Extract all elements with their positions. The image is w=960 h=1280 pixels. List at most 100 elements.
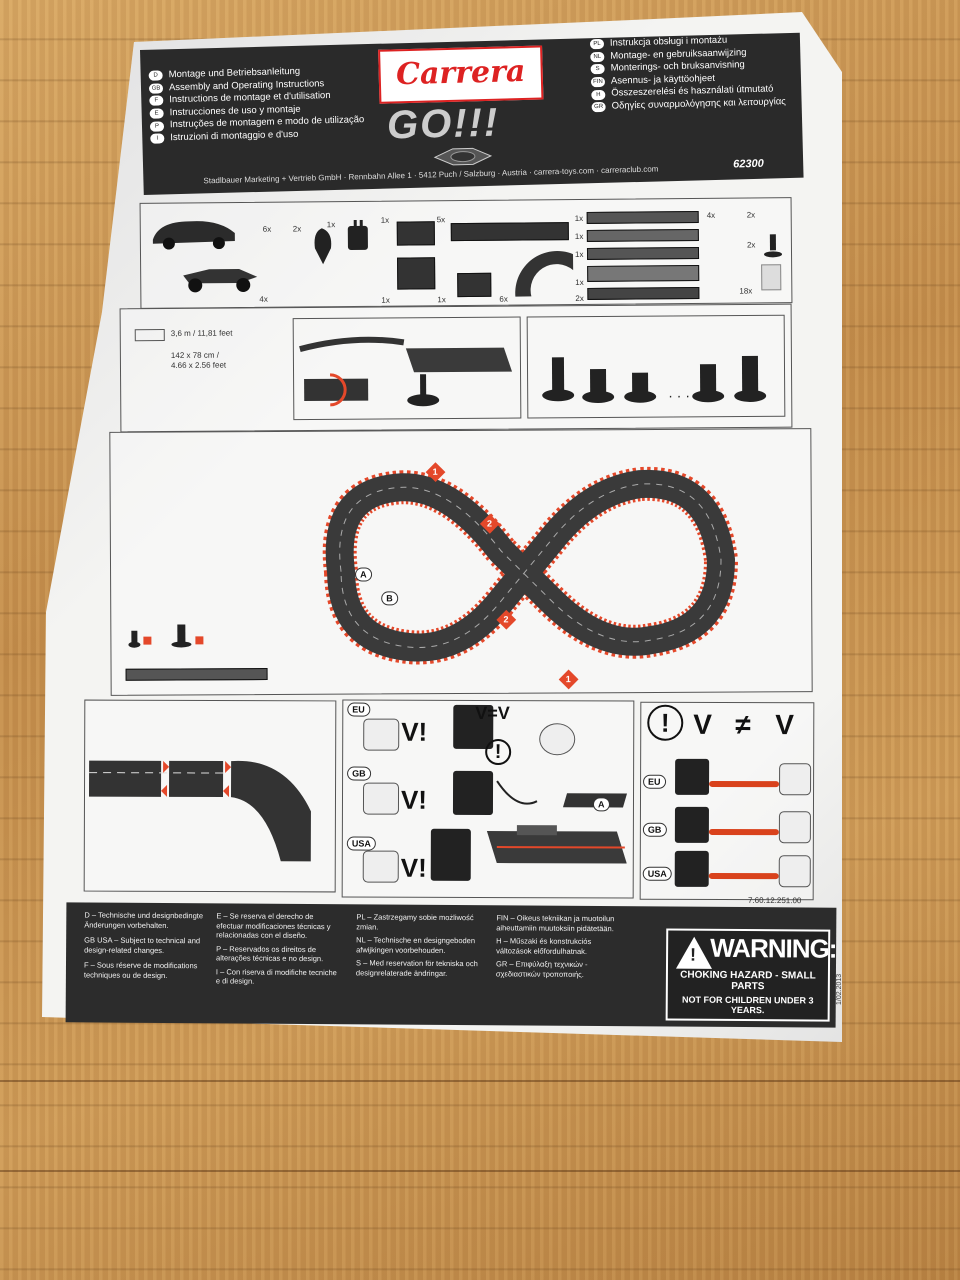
short-straight-track (457, 272, 492, 298)
brand-name: Carrera (395, 53, 526, 93)
part-count: 1x (437, 295, 446, 305)
note-item: NL – Technische en designgeboden afwijki… (356, 935, 476, 955)
red-arrow (708, 828, 779, 836)
wall-socket-icon (539, 723, 576, 756)
language-code-badge: H (591, 89, 606, 100)
race-car-icon (183, 268, 258, 293)
note-text: Technische und designbedingte Änderungen… (84, 910, 204, 930)
controller-setup-step: · · · (526, 314, 786, 419)
note-code: D (84, 910, 90, 920)
voltage-warning-panel: ! V ≠ V EU GB USA (639, 701, 815, 901)
language-code-badge: PL (589, 39, 605, 50)
warning-age-text: NOT FOR CHILDREN UNDER 3 YEARS. (681, 994, 814, 1016)
note-code: F (83, 960, 89, 970)
language-code-badge: D (148, 70, 163, 82)
note-code: PL (356, 912, 366, 922)
part-number: 62300 (733, 157, 764, 171)
controller-stack-illustration: · · · (542, 355, 767, 404)
guardrail-strip (586, 246, 700, 260)
track-join-illustration (299, 336, 513, 407)
language-code-badge: P (149, 121, 165, 132)
note-item: F – Sous réserve de modifications techni… (83, 960, 198, 980)
note-item: GB USA – Subject to technical and design… (84, 935, 201, 955)
region-label-gb: GB (642, 822, 667, 837)
part-count: 2x (292, 224, 302, 234)
power-adapter-icon (675, 758, 710, 795)
part-count: 2x (746, 240, 756, 250)
part-count: 1x (575, 277, 584, 288)
terminal-connection-illustration (486, 780, 628, 864)
notes-column: E – Se reserva el derecho de efectuar mo… (216, 911, 342, 986)
note-code: GR (495, 959, 508, 969)
usa-socket-icon (778, 855, 811, 888)
eu-socket-icon (779, 763, 812, 796)
language-title: Istruzioni di montaggio e d'uso (170, 128, 299, 144)
note-item: PL – Zastrzegamy sobie możliwość zmian. (356, 912, 474, 931)
print-date-code: 1/02.2013 (836, 973, 843, 1005)
note-text: Επιφύλαξη τεχνικών - σχεδιαστικών τροποπ… (495, 959, 588, 979)
gb-socket-icon (362, 782, 400, 815)
part-count: 1x (380, 215, 390, 225)
voltage-equal-label: V=V (475, 702, 510, 724)
notes-column: FIN – Oikeus tekniikan ja muotoilun aihe… (496, 913, 621, 979)
note-text: Se reserva el derecho de efectuar modifi… (216, 911, 331, 940)
note-text: Technische en designgeboden afwijkingen … (356, 935, 476, 955)
choking-hazard-warning: ! WARNING: CHOKING HAZARD - SMALL PARTS … (665, 928, 837, 1022)
part-count: 6x (262, 224, 272, 234)
track-joint-illustration (88, 760, 311, 862)
part-count: 5x (436, 215, 446, 225)
note-text: Zastrzegamy sobie możliwość zmian. (356, 912, 474, 931)
note-code: NL (356, 935, 366, 945)
banner-strip (587, 264, 700, 282)
voltage-check-label: V! (401, 716, 428, 747)
voltage-check-label: V! (400, 784, 428, 815)
sheet-footer: D – Technische und designbedingte Änderu… (65, 902, 837, 1028)
warning-title: WARNING: (710, 932, 837, 964)
part-count: 1x (574, 231, 584, 242)
plank-seam (0, 1170, 960, 1172)
voltage-label: V (693, 708, 713, 740)
note-item: E – Se reserva el derecho de efectuar mo… (216, 911, 331, 940)
part-count: 1x (381, 295, 390, 305)
region-label-usa: USA (642, 866, 672, 881)
language-code-badge: I (150, 133, 165, 145)
part-count: 2x (575, 293, 584, 304)
region-label-eu: EU (643, 774, 666, 789)
figure-eight-track-illustration (322, 466, 738, 665)
note-code: P (216, 943, 222, 953)
guardrail-strip (586, 228, 699, 242)
language-code-badge: E (149, 108, 164, 119)
carrera-logo: Carrera (378, 45, 544, 104)
note-text: Med reservation för tekniska och designr… (355, 958, 478, 978)
note-code: S (355, 958, 362, 968)
track-joint-panel (83, 699, 337, 893)
company-address: Stadlbauer Marketing + Vertrieb GmbH · R… (203, 164, 659, 186)
not-equal-symbol: ≠ (735, 709, 751, 741)
note-text: Reservados os direitos de alterações téc… (216, 943, 324, 964)
warning-circle-icon: ! (485, 738, 512, 766)
guardrail-strip (586, 210, 699, 224)
note-code: GB USA (84, 935, 113, 945)
track-layout-panel: 1 2 2 1 A B (109, 428, 813, 696)
banner-strip (587, 286, 700, 300)
note-item: FIN – Oikeus tekniikan ja muotoilun aihe… (496, 913, 615, 933)
region-label-usa: USA (346, 836, 376, 851)
race-car-icon (152, 221, 235, 250)
note-item: S – Med reservation för tekniska och des… (355, 958, 478, 978)
note-item: H – Műszaki és konstrukciós változások e… (496, 936, 592, 956)
note-code: FIN (496, 913, 509, 923)
note-text: Műszaki és konstrukciós változások előfo… (496, 936, 592, 956)
note-code: I (215, 966, 219, 976)
layout-area-feet: 4.66 x 2.56 feet (170, 360, 227, 370)
voltage-check-label: V! (400, 852, 427, 883)
track-connect-step (292, 316, 522, 421)
voltage-label: V (775, 709, 795, 741)
language-code-badge: S (590, 64, 605, 75)
power-adapter-icon (674, 806, 709, 843)
usa-socket-icon (362, 850, 399, 883)
straight-track (450, 222, 569, 242)
region-label-eu: EU (347, 702, 370, 717)
